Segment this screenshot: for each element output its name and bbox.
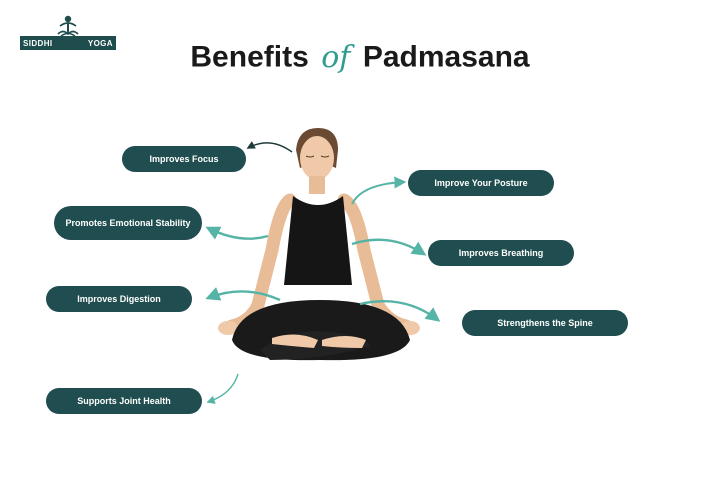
benefit-emotional: Promotes Emotional Stability — [54, 206, 202, 240]
benefit-breathing: Improves Breathing — [428, 240, 574, 266]
arrow-emotional — [205, 226, 269, 240]
lotus-figure-icon — [57, 15, 79, 37]
benefit-posture: Improve Your Posture — [408, 170, 554, 196]
brand-left: SIDDHI — [23, 38, 53, 48]
woman-lotus-pose-illustration — [218, 128, 420, 361]
arrow-focus — [246, 141, 293, 153]
arrow-spine — [359, 300, 441, 322]
benefit-digestion: Improves Digestion — [46, 286, 192, 312]
title-part1: Benefits — [190, 40, 309, 74]
page-title: Benefits of Padmasana — [0, 40, 720, 75]
arrow-breathing — [351, 238, 427, 256]
brand-bar: SIDDHI YOGA — [20, 36, 116, 50]
arrow-digestion — [205, 287, 281, 302]
arrow-joint — [206, 373, 239, 404]
title-connector: of — [321, 40, 351, 75]
brand-logo: SIDDHI YOGA — [20, 14, 116, 54]
arrow-posture — [351, 176, 407, 205]
benefit-joint: Supports Joint Health — [46, 388, 202, 414]
benefit-focus: Improves Focus — [122, 146, 246, 172]
title-part2: Padmasana — [362, 40, 530, 74]
benefit-spine: Strengthens the Spine — [462, 310, 628, 336]
brand-right: YOGA — [87, 38, 113, 48]
